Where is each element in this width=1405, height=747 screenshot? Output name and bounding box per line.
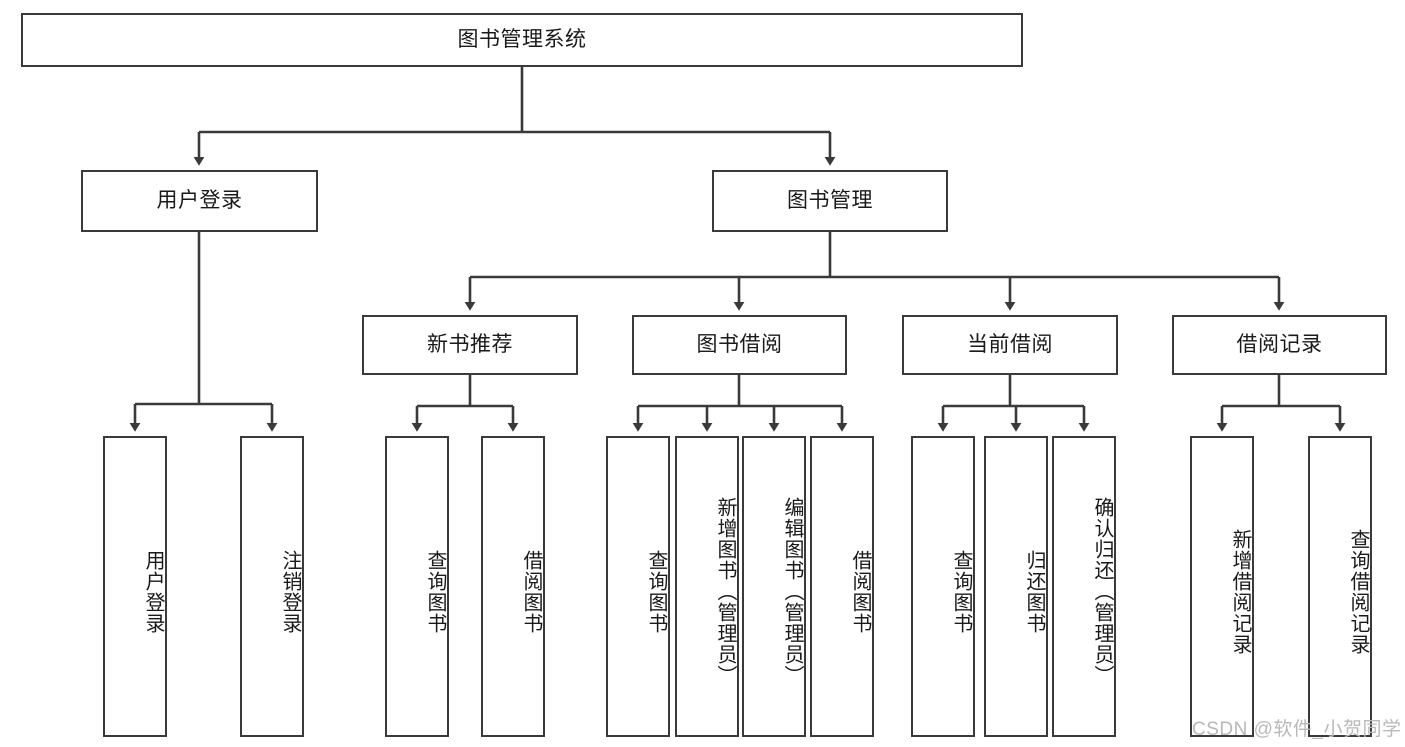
node-leaf-borrow-book-2[interactable]: 借阅图书 [810,436,874,737]
node-leaf-edit-book-label: 编辑图书（管理员） [781,497,803,686]
node-leaf-query-book-1[interactable]: 查询图书 [385,436,449,737]
node-leaf-query-book-1-label: 查询图书 [424,549,446,634]
node-leaf-add-book[interactable]: 新增图书（管理员） [675,436,739,737]
node-leaf-query-book-2[interactable]: 查询图书 [606,436,670,737]
node-root-label: 图书管理系统 [457,27,587,51]
node-leaf-query-book-3-label: 查询图书 [950,549,972,634]
node-leaf-edit-book[interactable]: 编辑图书（管理员） [742,436,806,737]
node-leaf-user-login[interactable]: 用户登录 [103,436,167,737]
node-leaf-confirm-return[interactable]: 确认归还（管理员） [1052,436,1116,737]
node-leaf-borrow-book-2-label: 借阅图书 [849,549,871,634]
csdn-watermark: CSDN @软件_小贺同学 [1192,719,1402,740]
node-leaf-query-record-label: 查询借阅记录 [1347,528,1369,655]
node-new-book-recommend[interactable]: 新书推荐 [362,315,578,375]
node-leaf-user-logout[interactable]: 注销登录 [240,436,304,737]
node-book-borrow-label: 图书借阅 [696,332,783,356]
node-leaf-add-record[interactable]: 新增借阅记录 [1190,436,1254,737]
node-borrow-record-label: 借阅记录 [1236,332,1323,356]
node-current-borrow-label: 当前借阅 [967,332,1053,356]
node-book-manage-label: 图书管理 [787,188,873,212]
node-leaf-return-book[interactable]: 归还图书 [984,436,1048,737]
node-leaf-add-record-label: 新增借阅记录 [1229,528,1251,655]
node-leaf-query-book-3[interactable]: 查询图书 [911,436,975,737]
node-book-manage[interactable]: 图书管理 [712,170,948,232]
node-borrow-record[interactable]: 借阅记录 [1172,315,1387,375]
node-leaf-query-record[interactable]: 查询借阅记录 [1308,436,1372,737]
node-new-book-recommend-label: 新书推荐 [427,332,513,356]
node-user-login-label: 用户登录 [156,188,243,212]
node-leaf-user-logout-label: 注销登录 [279,549,301,634]
node-leaf-user-login-label: 用户登录 [142,549,164,634]
node-leaf-borrow-book-1[interactable]: 借阅图书 [481,436,545,737]
node-book-borrow[interactable]: 图书借阅 [632,315,847,375]
node-leaf-return-book-label: 归还图书 [1023,549,1045,634]
node-leaf-borrow-book-1-label: 借阅图书 [520,549,542,634]
node-leaf-query-book-2-label: 查询图书 [645,549,667,634]
node-leaf-confirm-return-label: 确认归还（管理员） [1091,497,1113,686]
node-root[interactable]: 图书管理系统 [21,13,1023,67]
node-user-login[interactable]: 用户登录 [81,170,318,232]
node-leaf-add-book-label: 新增图书（管理员） [714,497,736,686]
node-current-borrow[interactable]: 当前借阅 [902,315,1118,375]
